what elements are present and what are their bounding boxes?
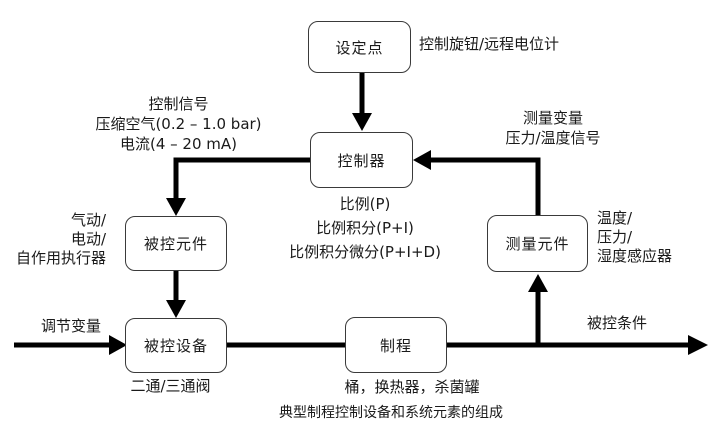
arrowhead-into-element	[166, 198, 186, 216]
sensor-type-line: 湿度感应器	[597, 247, 673, 265]
arrowhead-into-controller-right	[413, 150, 431, 170]
control-signal-label: 控制信号 压缩空气(0.2 – 1.0 bar) 电流(4 – 20 mA)	[76, 94, 281, 154]
controlled-condition-label: 被控条件	[586, 314, 647, 332]
connector-controller-to-element	[173, 157, 311, 199]
arrowhead-into-device-left	[109, 335, 127, 355]
box-process: 制程	[345, 317, 447, 373]
setpoint-note-label: 控制旋钮/远程电位计	[419, 35, 560, 53]
measured-variable-line: 压力/温度信号	[505, 129, 601, 147]
box-setpoint-label: 设定点	[335, 38, 384, 57]
arrowhead-into-device-top	[166, 300, 186, 318]
control-signal-line: 控制信号	[148, 95, 209, 113]
box-controlled-device: 被控设备	[125, 318, 227, 373]
box-controller-label: 控制器	[337, 151, 386, 170]
box-measuring-element: 测量元件	[487, 215, 588, 272]
control-mode-line: 比例积分微分(P+I+D)	[289, 243, 441, 261]
valve-types-label: 二通/三通阀	[130, 377, 211, 395]
arrowhead-into-controller-top	[352, 113, 372, 131]
actuator-types-label: 气动/ 电动/ 自作用执行器	[0, 211, 106, 268]
box-measuring-element-label: 测量元件	[505, 235, 570, 253]
control-signal-line: 电流(4 – 20 mA)	[119, 135, 237, 153]
control-mode-line: 比例积分(P+I)	[316, 219, 414, 237]
diagram-caption: 典型制程控制设备和系统元素的组成	[279, 405, 503, 421]
control-mode-line: 比例(P)	[339, 195, 391, 213]
box-controlled-device-label: 被控设备	[143, 337, 208, 355]
measured-variable-label: 测量变量 压力/温度信号	[453, 108, 653, 148]
box-controller: 控制器	[310, 132, 413, 188]
actuator-type-line: 气动/	[70, 211, 106, 229]
box-setpoint: 设定点	[308, 21, 411, 73]
sensor-types-label: 温度/ 压力/ 湿度感应器	[597, 209, 712, 266]
actuator-type-line: 电动/	[70, 230, 106, 248]
box-process-label: 制程	[379, 336, 412, 355]
measured-variable-line: 测量变量	[522, 109, 583, 127]
connector-measuring-to-controller	[430, 157, 541, 216]
actuator-type-line: 自作用执行器	[15, 249, 106, 267]
sensor-type-line: 压力/	[597, 228, 633, 246]
control-signal-line: 压缩空气(0.2 – 1.0 bar)	[95, 115, 262, 133]
process-examples-label: 桶，换热器，杀菌罐	[344, 378, 480, 396]
sensor-type-line: 温度/	[597, 209, 633, 227]
manipulated-variable-label: 调节变量	[40, 317, 101, 335]
arrowhead-into-measuring	[528, 274, 548, 292]
box-controlled-element-label: 被控元件	[143, 235, 208, 253]
control-modes-label: 比例(P) 比例积分(P+I) 比例积分微分(P+I+D)	[263, 192, 467, 264]
arrowhead-output	[688, 335, 708, 355]
box-controlled-element: 被控元件	[125, 216, 227, 271]
